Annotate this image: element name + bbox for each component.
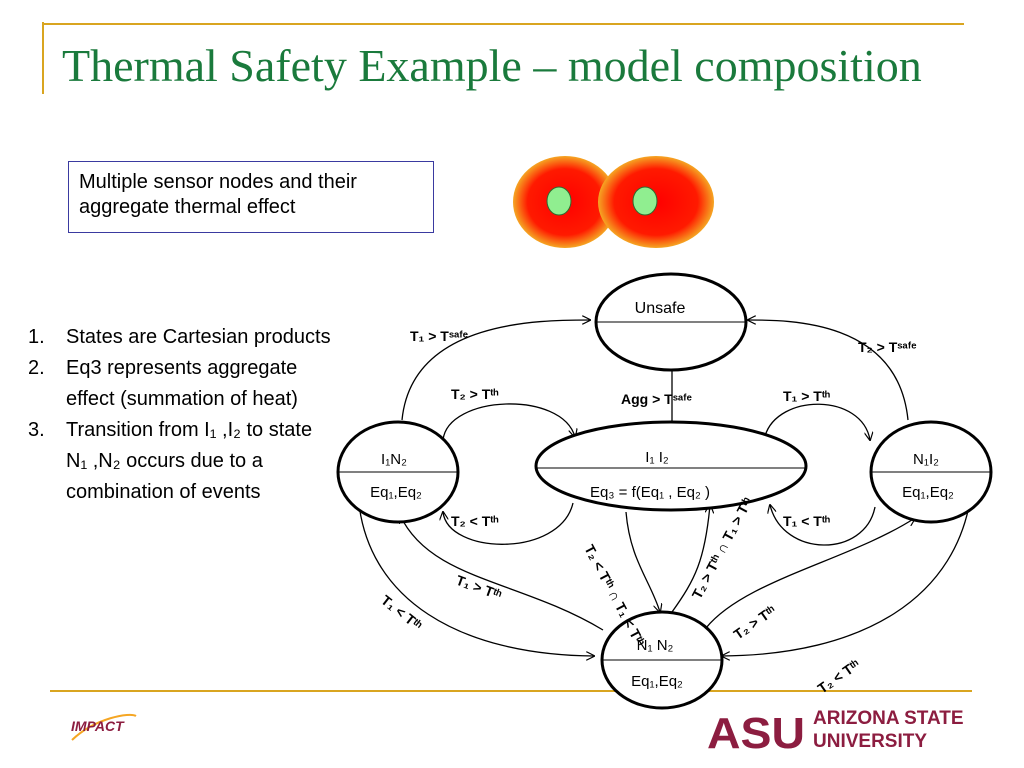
impact-logo: IMPACT: [71, 713, 137, 741]
arc-i1n2-to-unsafe: [401, 320, 590, 421]
state-label: I₁N₂: [381, 451, 407, 468]
arc-n1i2-to-i1i2: [764, 403, 870, 440]
sensor-node-right: [632, 186, 658, 216]
arc-i1i2-to-i1n2: [443, 502, 574, 545]
state-i1n2: I₁N₂ Eq₁,Eq₂: [336, 420, 460, 524]
arc-i1n2-to-n1n2: [357, 493, 594, 656]
state-label: Unsafe: [635, 300, 686, 317]
callout-box: Multiple sensor nodes and their aggregat…: [68, 161, 434, 233]
label-t1-lt-tth-lower: T₁ < Tᵗʰ: [378, 592, 425, 634]
footer-rule: [50, 690, 972, 692]
asu-mark: ASU: [707, 709, 805, 758]
label-t2-gt-tth: T₂ > Tᵗʰ: [451, 386, 498, 402]
state-n1i2: N₁I₂ Eq₁,Eq₂: [869, 420, 993, 524]
label-t2-lt-tth-lower: T₂ < Tᵗʰ: [815, 656, 863, 696]
label-t2-gt-tsafe: T₂ > Tˢᵃᶠᵉ: [858, 339, 916, 355]
state-equation: Eq₁,Eq₂: [631, 673, 683, 690]
state-unsafe: Unsafe: [594, 272, 748, 372]
label-t1-lt-tth: T₁ < Tᵗʰ: [783, 513, 830, 529]
list-text: Eq3 represents aggregate effect (summati…: [66, 357, 298, 410]
arc-i1i2-to-n1n2: [625, 511, 660, 612]
state-label: I₁ I₂: [645, 449, 669, 466]
state-label: N₁I₂: [913, 451, 939, 468]
state-i1i2: I₁ I₂ Eq₃ = f(Eq₁ , Eq₂ ): [534, 420, 808, 512]
numbered-list: 1. States are Cartesian products 2. Eq3 …: [28, 322, 333, 508]
arc-i1i2-to-n1i2: [770, 505, 876, 546]
list-number: 1.: [28, 326, 45, 348]
transition-arcs: [357, 320, 973, 656]
arc-n1n2-to-i1i2: [671, 505, 710, 613]
title-accent-vertical-rule: [42, 22, 44, 94]
sensor-node-left: [546, 186, 572, 216]
title-accent-horizontal-rule: [42, 23, 964, 25]
label-t1-gt-tth: T₁ > Tᵗʰ: [783, 388, 830, 404]
list-text: Transition from I₁ ,I₂ to state N₁ ,N₂ o…: [66, 419, 313, 503]
arc-n1n2-to-i1n2: [400, 515, 604, 631]
list-text: States are Cartesian products: [66, 326, 331, 348]
label-combo-right: T₂ > Tᵗʰ ∩ T₁ > Tᵗʰ: [689, 495, 756, 602]
list-item: 3. Transition from I₁ ,I₂ to state N₁ ,N…: [28, 415, 333, 508]
slide-title: Thermal Safety Example – model compositi…: [62, 40, 922, 91]
arc-i1n2-to-i1i2: [442, 403, 575, 441]
arc-n1i2-to-n1n2: [722, 486, 973, 656]
state-equation: Eq₃ = f(Eq₁ , Eq₂ ): [590, 484, 710, 501]
asu-name-line1: ARIZONA STATE: [813, 708, 964, 729]
state-equation: Eq₁,Eq₂: [370, 484, 422, 501]
arc-n1i2-to-unsafe: [748, 320, 909, 421]
label-t2-lt-tth: T₂ < Tᵗʰ: [451, 513, 498, 529]
list-number: 2.: [28, 357, 45, 379]
asu-name-line2: UNIVERSITY: [813, 731, 927, 752]
list-item: 1. States are Cartesian products: [28, 322, 333, 353]
label-t2-gt-tth-lower: T₂ > Tᵗʰ: [731, 602, 779, 642]
state-n1n2: N₁ N₂ Eq₁,Eq₂: [600, 610, 724, 710]
arc-n1n2-to-n1i2: [705, 518, 915, 629]
state-equation: Eq₁,Eq₂: [902, 484, 954, 501]
list-item: 2. Eq3 represents aggregate effect (summ…: [28, 353, 333, 415]
label-t1-gt-tsafe: T₁ > Tˢᵃᶠᵉ: [410, 328, 468, 344]
heat-illustration: [513, 156, 714, 248]
label-agg-gt-tsafe: Agg > Tˢᵃᶠᵉ: [621, 391, 692, 407]
list-number: 3.: [28, 419, 45, 441]
asu-logo: ASU ARIZONA STATE UNIVERSITY: [707, 708, 964, 758]
impact-logo-text: IMPACT: [71, 718, 125, 734]
transition-labels: T₁ > Tˢᵃᶠᵉ T₂ > Tˢᵃᶠᵉ Agg > Tˢᵃᶠᵉ T₂ > T…: [378, 328, 916, 696]
state-label: N₁ N₂: [637, 637, 674, 654]
